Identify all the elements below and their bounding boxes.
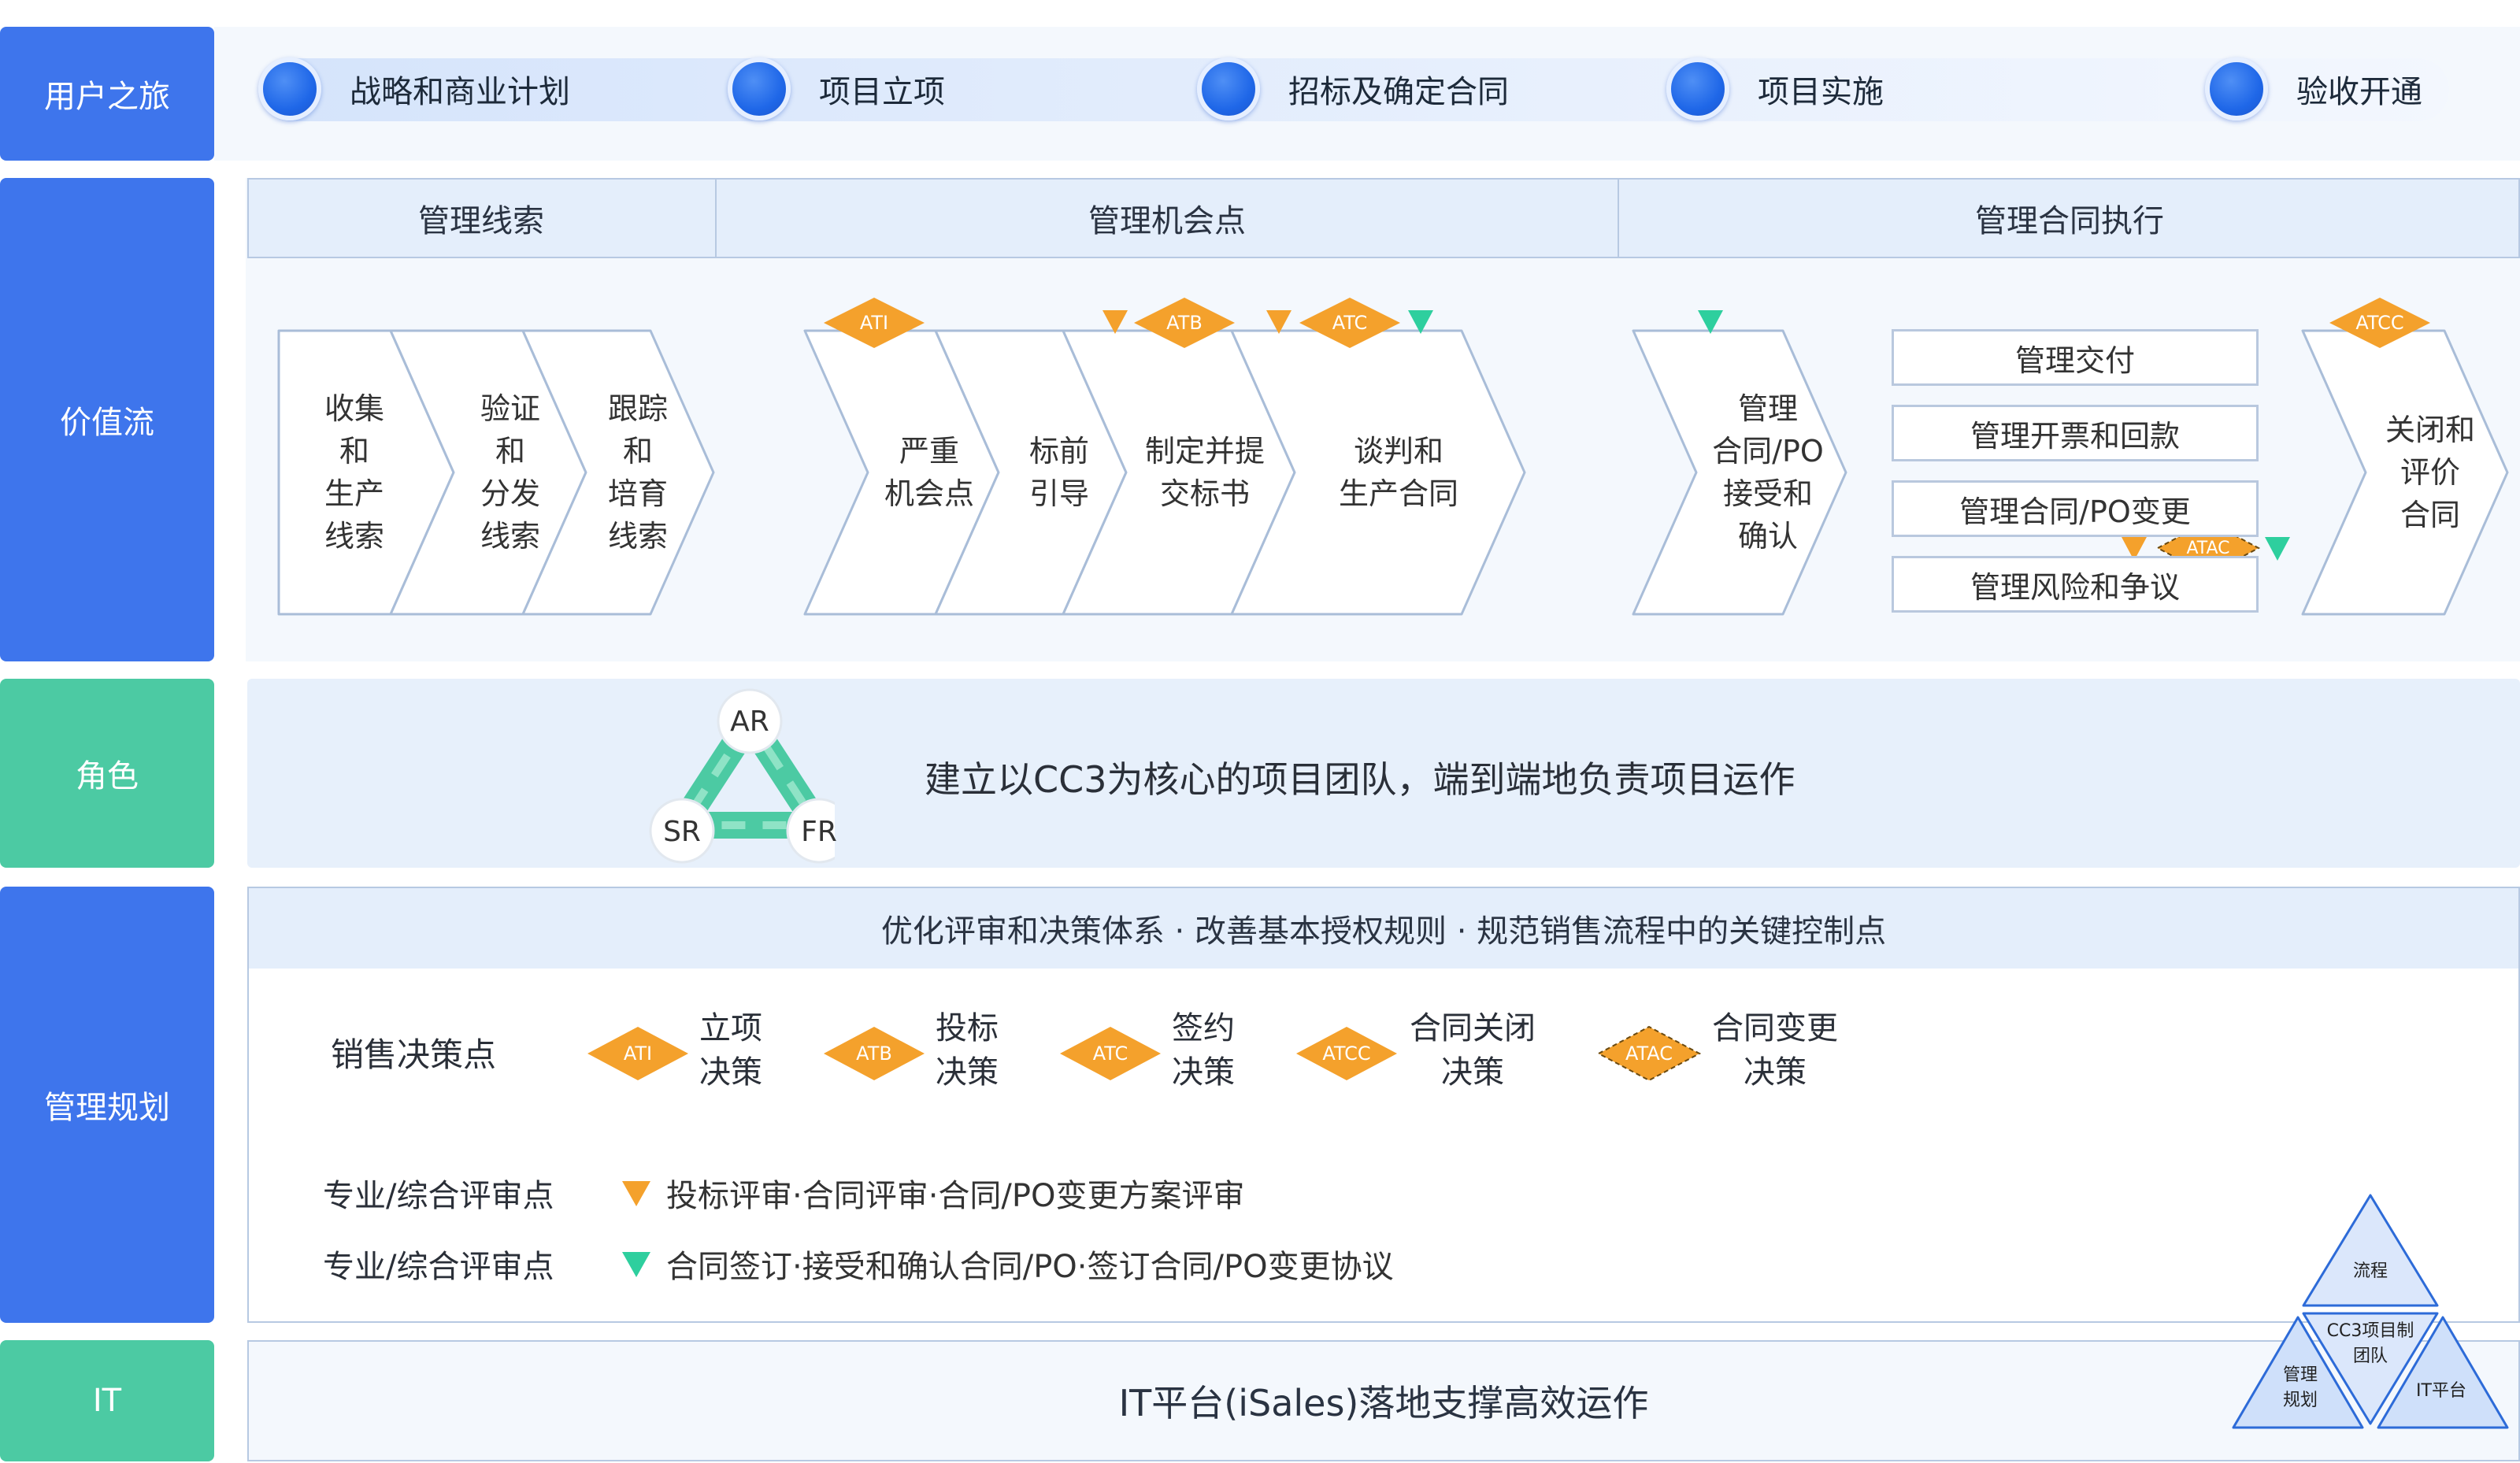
lane-label-journey: 用户之旅 <box>0 27 214 161</box>
journey-step-1: 战略和商业计划 <box>258 57 570 120</box>
decision-ati-icon <box>587 1027 688 1080</box>
sign-triangle-icon <box>2265 537 2290 561</box>
review-row-1-text: 投标评审·合同评审·合同/PO变更方案评审 <box>666 1178 1245 1214</box>
journey-dot-icon <box>728 57 791 120</box>
review-triangle-icon <box>1102 310 1128 334</box>
journey-dot-icon <box>258 57 321 120</box>
atc-badge-label: ATC <box>1332 312 1368 334</box>
contract-item-billing: 管理开票和回款 <box>1892 405 2259 461</box>
chevron-lead-3 <box>521 329 715 616</box>
sign-triangle-icon <box>622 1252 650 1277</box>
review-row-1-label: 专业/综合评审点 <box>323 1178 554 1214</box>
decision-atcc-label: ATCC <box>1322 1043 1371 1065</box>
pyramid-left-label: 管理 规划 <box>2282 1365 2318 1410</box>
management-headline: 优化评审和决策体系 · 改善基本授权规则 · 规范销售流程中的关键控制点 <box>880 913 1887 950</box>
atc-badge-icon <box>1299 298 1400 348</box>
lead-step-verify: 验证 和 分发 线索 <box>480 391 540 554</box>
lane-label-management: 管理规划 <box>0 887 214 1323</box>
review-triangle-icon <box>622 1181 650 1206</box>
decision-atac-label: ATAC <box>1625 1043 1673 1065</box>
lane-label-roles: 角色 <box>0 679 214 868</box>
journey-step-5: 验收开通 <box>2205 57 2422 120</box>
contract-item-risk: 管理风险和争议 <box>1892 556 2259 613</box>
journey-dot-icon <box>1666 57 1729 120</box>
chevron-close <box>2301 329 2509 616</box>
ati-badge-label: ATI <box>859 312 889 334</box>
opp-step-prebid: 标前 引导 <box>1028 434 1089 511</box>
decision-atc-label: ATC <box>1092 1043 1128 1065</box>
lead-step-track: 跟踪 和 培育 线索 <box>607 391 668 554</box>
review-row-2-text: 合同签订·接受和确认合同/PO·签订合同/PO变更协议 <box>666 1249 1394 1285</box>
review-triangle-icon <box>1266 310 1292 334</box>
contract-item-change: 管理合同/PO变更 <box>1892 480 2259 537</box>
decision-points-label: 销售决策点 <box>331 1035 497 1074</box>
atcc-badge-label: ATCC <box>2355 312 2404 334</box>
decision-atcc-icon <box>1296 1027 1397 1080</box>
atac-badge-label: ATAC <box>2186 538 2230 558</box>
journey-track <box>260 58 2449 121</box>
role-triangle <box>649 688 835 864</box>
journey-step-2: 项目立项 <box>728 57 945 120</box>
pyramid-top-label: 流程 <box>2352 1261 2388 1281</box>
decision-atac-icon <box>1596 1025 1702 1082</box>
decision-atb-text: 投标 决策 <box>936 1010 999 1091</box>
opp-step-bid: 制定并提 交标书 <box>1144 434 1265 511</box>
chevron-opp-4 <box>1230 329 1526 616</box>
contract-item-delivery: 管理交付 <box>1892 329 2259 386</box>
header-manage-opportunities: 管理机会点 <box>1088 203 1246 239</box>
close-step: 关闭和 评价 合同 <box>2385 413 2475 532</box>
decision-ati-text: 立项 决策 <box>699 1010 762 1091</box>
sign-triangle-icon <box>1408 310 1433 334</box>
decision-atc-icon <box>1060 1027 1161 1080</box>
atcc-badge-icon <box>2329 298 2430 348</box>
role-ar: AR <box>730 705 769 738</box>
journey-step-3: 招标及确定合同 <box>1197 57 1509 120</box>
decision-atcc-text: 合同关闭 决策 <box>1410 1010 1536 1091</box>
lane-label-value-stream: 价值流 <box>0 178 214 661</box>
header-manage-leads: 管理线索 <box>418 203 544 239</box>
ati-badge-icon <box>824 298 925 348</box>
pyramid-center-triangle <box>2302 1312 2439 1425</box>
lane-label-it: IT <box>0 1340 214 1461</box>
decision-ati-label: ATI <box>623 1043 653 1065</box>
decision-atb-icon <box>824 1027 925 1080</box>
journey-dot-icon <box>2205 57 2268 120</box>
pyramid-right-triangle <box>2377 1316 2509 1429</box>
role-fr: FR <box>801 815 837 848</box>
it-text: IT平台(iSales)落地支撑高效运作 <box>1118 1382 1649 1424</box>
value-stream-header-bar <box>247 178 2520 258</box>
review-row-2-label: 专业/综合评审点 <box>323 1249 554 1285</box>
journey-dot-icon <box>1197 57 1260 120</box>
opp-step-qualify: 严重 机会点 <box>884 434 974 511</box>
roles-lane <box>247 679 2520 868</box>
contract-step-accept: 管理 合同/PO 接受和 确认 <box>1712 391 1824 554</box>
decision-atb-label: ATB <box>856 1043 892 1065</box>
header-divider <box>1618 180 1619 257</box>
pyramid-center-label: CC3项目制 团队 <box>2326 1321 2414 1366</box>
pyramid-top-triangle <box>2302 1194 2439 1307</box>
pyramid-left-triangle <box>2232 1316 2364 1429</box>
management-headline-bar <box>249 888 2518 969</box>
roles-text: 建立以CC3为核心的项目团队，端到端地负责项目运作 <box>925 758 1796 801</box>
header-divider <box>715 180 717 257</box>
role-sr: SR <box>663 815 701 848</box>
opp-step-negotiate: 谈判和 生产合同 <box>1338 434 1458 511</box>
decision-atc-text: 签约 决策 <box>1172 1010 1235 1091</box>
atb-badge-icon <box>1134 298 1235 348</box>
pyramid-right-label: IT平台 <box>2416 1381 2466 1401</box>
atb-badge-label: ATB <box>1166 312 1203 334</box>
chevron-contract-accept <box>1632 329 1847 616</box>
it-lane <box>247 1340 2520 1461</box>
header-manage-contract: 管理合同执行 <box>1975 203 2164 239</box>
sign-triangle-icon <box>1698 310 1723 334</box>
review-triangle-icon <box>2122 537 2147 561</box>
decision-atac-text: 合同变更 决策 <box>1712 1010 1838 1091</box>
lead-step-collect: 收集 和 生产 线索 <box>324 391 384 554</box>
pyramid-diagram <box>2232 1194 2509 1429</box>
journey-step-4: 项目实施 <box>1666 57 1884 120</box>
